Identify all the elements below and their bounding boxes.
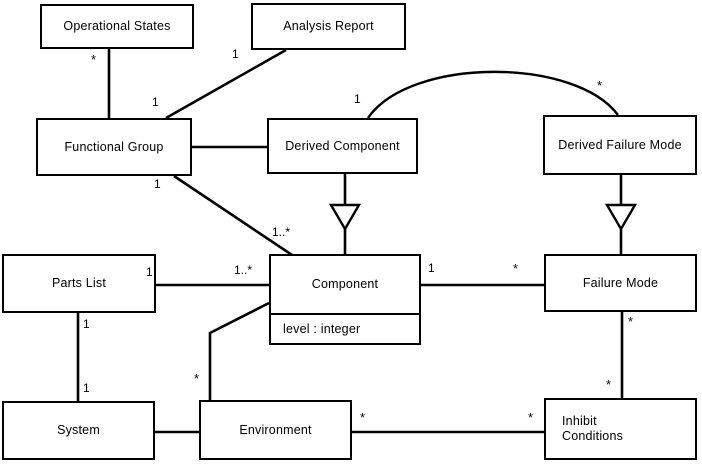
class-name-label: Derived Failure Mode (558, 137, 682, 152)
class-name-compartment: Failure Mode (546, 256, 695, 310)
class-name-compartment: System (4, 403, 153, 458)
class-name-label: Functional Group (64, 139, 164, 154)
class-name-compartment: Component (271, 256, 419, 313)
class-attribute-label: level : integer (283, 322, 361, 336)
multiplicity-failure-mode-bottom: * (628, 314, 634, 329)
connector-analysis-report--functional-group (165, 48, 287, 120)
class-box-derived-failure-mode[interactable]: Derived Failure Mode (543, 115, 697, 175)
multiplicity-derived-failure-mode-arc: * (597, 78, 603, 93)
multiplicity-component-left: 1..* (234, 263, 253, 277)
class-name-label: Derived Component (285, 138, 400, 153)
multiplicity-system-top: 1 (83, 381, 90, 395)
multiplicity-derived-component-left: 1 (354, 92, 361, 106)
class-name-label: Environment (239, 422, 312, 437)
class-box-functional-group[interactable]: Functional Group (36, 118, 192, 176)
class-box-analysis-report[interactable]: Analysis Report (251, 3, 406, 50)
multiplicity-analysis-report: 1 (232, 47, 239, 61)
class-box-parts-list[interactable]: Parts List (2, 254, 156, 313)
multiplicity-component-right: 1 (428, 261, 435, 275)
multiplicity-environment-right: * (360, 410, 366, 425)
multiplicity-failure-mode-left: * (513, 261, 519, 276)
multiplicity-operational-states: * (91, 52, 97, 67)
multiplicity-parts-list-right: 1 (146, 265, 153, 279)
class-name-compartment: Operational States (42, 6, 192, 47)
multiplicity-inhibit-conditions-top: * (606, 377, 612, 392)
multiplicity-functional-group-bottom: 1 (154, 177, 161, 191)
class-name-compartment: Parts List (4, 256, 154, 311)
class-attribute-compartment: level : integer (271, 313, 419, 343)
multiplicity-inhibit-conditions-left: * (528, 410, 534, 425)
class-name-compartment: Environment (201, 402, 350, 458)
class-name-compartment: Inhibit Conditions (546, 400, 695, 458)
class-name-label: Analysis Report (283, 19, 374, 33)
class-name-compartment: Derived Failure Mode (545, 117, 695, 173)
generalization-triangle-component (328, 203, 362, 232)
multiplicity-component-topleft: 1..* (272, 225, 291, 239)
connector-component--environment-diagonal (209, 301, 270, 335)
class-name-label: Inhibit Conditions (562, 414, 624, 443)
class-name-label: System (57, 423, 100, 437)
class-name-label: Component (311, 277, 379, 291)
class-name-compartment: Functional Group (38, 120, 190, 174)
class-box-component[interactable]: Component level : integer (269, 254, 421, 345)
class-name-label: Operational States (63, 19, 171, 33)
multiplicity-functional-group-top: 1 (152, 95, 159, 109)
generalization-triangle-failure-mode (604, 203, 638, 232)
multiplicity-parts-list-bottom: 1 (83, 317, 90, 331)
class-box-inhibit-conditions[interactable]: Inhibit Conditions (544, 398, 697, 460)
class-box-environment[interactable]: Environment (199, 400, 352, 460)
connector-derived-component--derived-failure-mode (367, 70, 619, 119)
class-box-system[interactable]: System (2, 401, 155, 460)
class-name-compartment: Analysis Report (253, 5, 404, 48)
connector-functional-group--component (173, 174, 293, 257)
class-name-compartment: Derived Component (269, 120, 416, 172)
class-name-label: Parts List (51, 276, 107, 290)
class-box-failure-mode[interactable]: Failure Mode (544, 254, 697, 312)
multiplicity-environment-top: * (194, 371, 200, 386)
class-name-label: Failure Mode (582, 275, 659, 290)
class-box-derived-component[interactable]: Derived Component (267, 118, 418, 174)
class-box-operational-states[interactable]: Operational States (40, 4, 194, 49)
